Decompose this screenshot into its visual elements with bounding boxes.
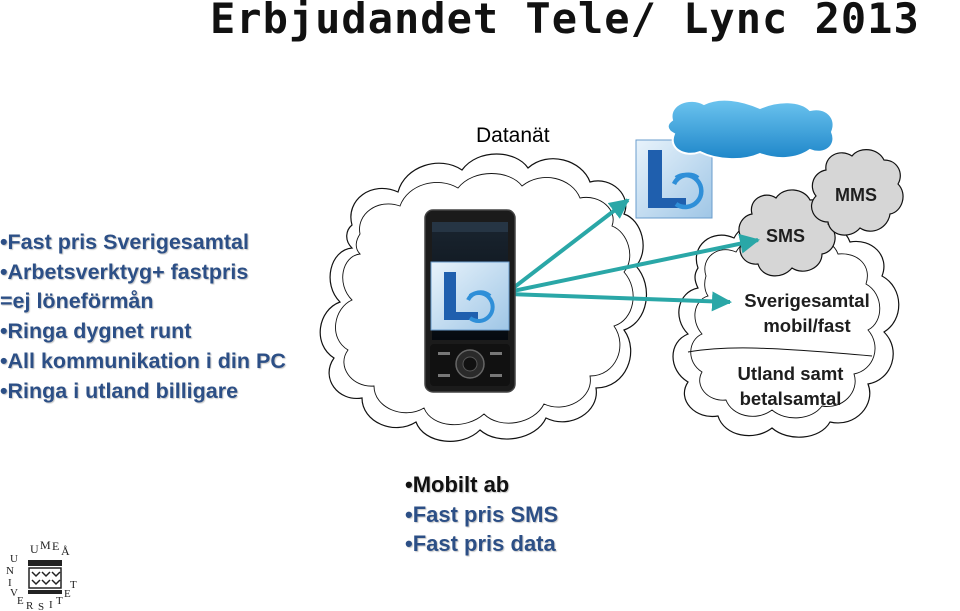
sverigesamtal-label: Sverigesamtal mobil/fast — [732, 288, 882, 338]
arrow-to-lync — [506, 198, 630, 294]
mms-label: MMS — [835, 185, 877, 205]
university-seal-icon: U M E Å U N I V E R S I T E T — [6, 538, 77, 611]
bullet-item: =ej löneförmån — [0, 289, 154, 314]
svg-text:U: U — [10, 553, 18, 565]
bullet-item: •Arbetsverktyg+ fastpris — [0, 259, 249, 284]
svg-text:E: E — [64, 588, 71, 600]
lync-logo-icon-phone — [430, 261, 510, 331]
page-title: Erbjudandet Tele/ Lync 2013 — [210, 0, 920, 43]
svg-text:V: V — [10, 587, 18, 599]
mms-cloud — [811, 149, 904, 236]
bottom-bullet-list: •Mobilt ab •Fast pris SMS •Fast pris dat… — [405, 470, 558, 559]
bullet-item: •Fast pris data — [405, 531, 556, 556]
svg-text:T: T — [70, 579, 77, 591]
arrow-to-sverige — [507, 291, 732, 312]
svg-text:U: U — [30, 542, 39, 556]
skype-logo-icon — [666, 98, 835, 160]
connection-arrows — [506, 198, 760, 312]
bullet-item: •Fast pris Sverigesamtal — [0, 230, 249, 254]
svg-text:I: I — [8, 577, 12, 589]
svg-text:M: M — [40, 538, 51, 552]
arrow-to-sms — [507, 233, 760, 294]
bullet-item: •All kommunikation i din PC — [0, 348, 286, 373]
svg-text:R: R — [26, 600, 34, 611]
sms-label: SMS — [766, 226, 806, 246]
svg-text:S: S — [38, 601, 44, 611]
svg-text:I: I — [49, 599, 53, 611]
utland-line: betalsamtal — [739, 388, 842, 409]
left-bullet-list: •Fast pris Sverigesamtal •Arbetsverktyg+… — [0, 228, 286, 406]
bullet-item: •Mobilt ab — [405, 472, 510, 497]
svg-text:E: E — [17, 595, 24, 607]
sverigesamtal-line: Sverigesamtal — [744, 290, 870, 311]
bullet-item: •Ringa dygnet runt — [0, 319, 192, 344]
utland-label: Utland samt betalsamtal — [728, 361, 853, 411]
svg-text:N: N — [6, 565, 14, 577]
network-label: Datanät — [476, 124, 550, 147]
utland-line: Utland samt — [737, 363, 844, 384]
svg-text:Å: Å — [61, 544, 70, 558]
svg-text:T: T — [56, 595, 63, 607]
svg-text:E: E — [52, 539, 59, 553]
bullet-item: •Ringa i utland billigare — [0, 378, 239, 403]
sverigesamtal-line: mobil/fast — [763, 315, 851, 336]
bullet-item: •Fast pris SMS — [405, 501, 559, 527]
